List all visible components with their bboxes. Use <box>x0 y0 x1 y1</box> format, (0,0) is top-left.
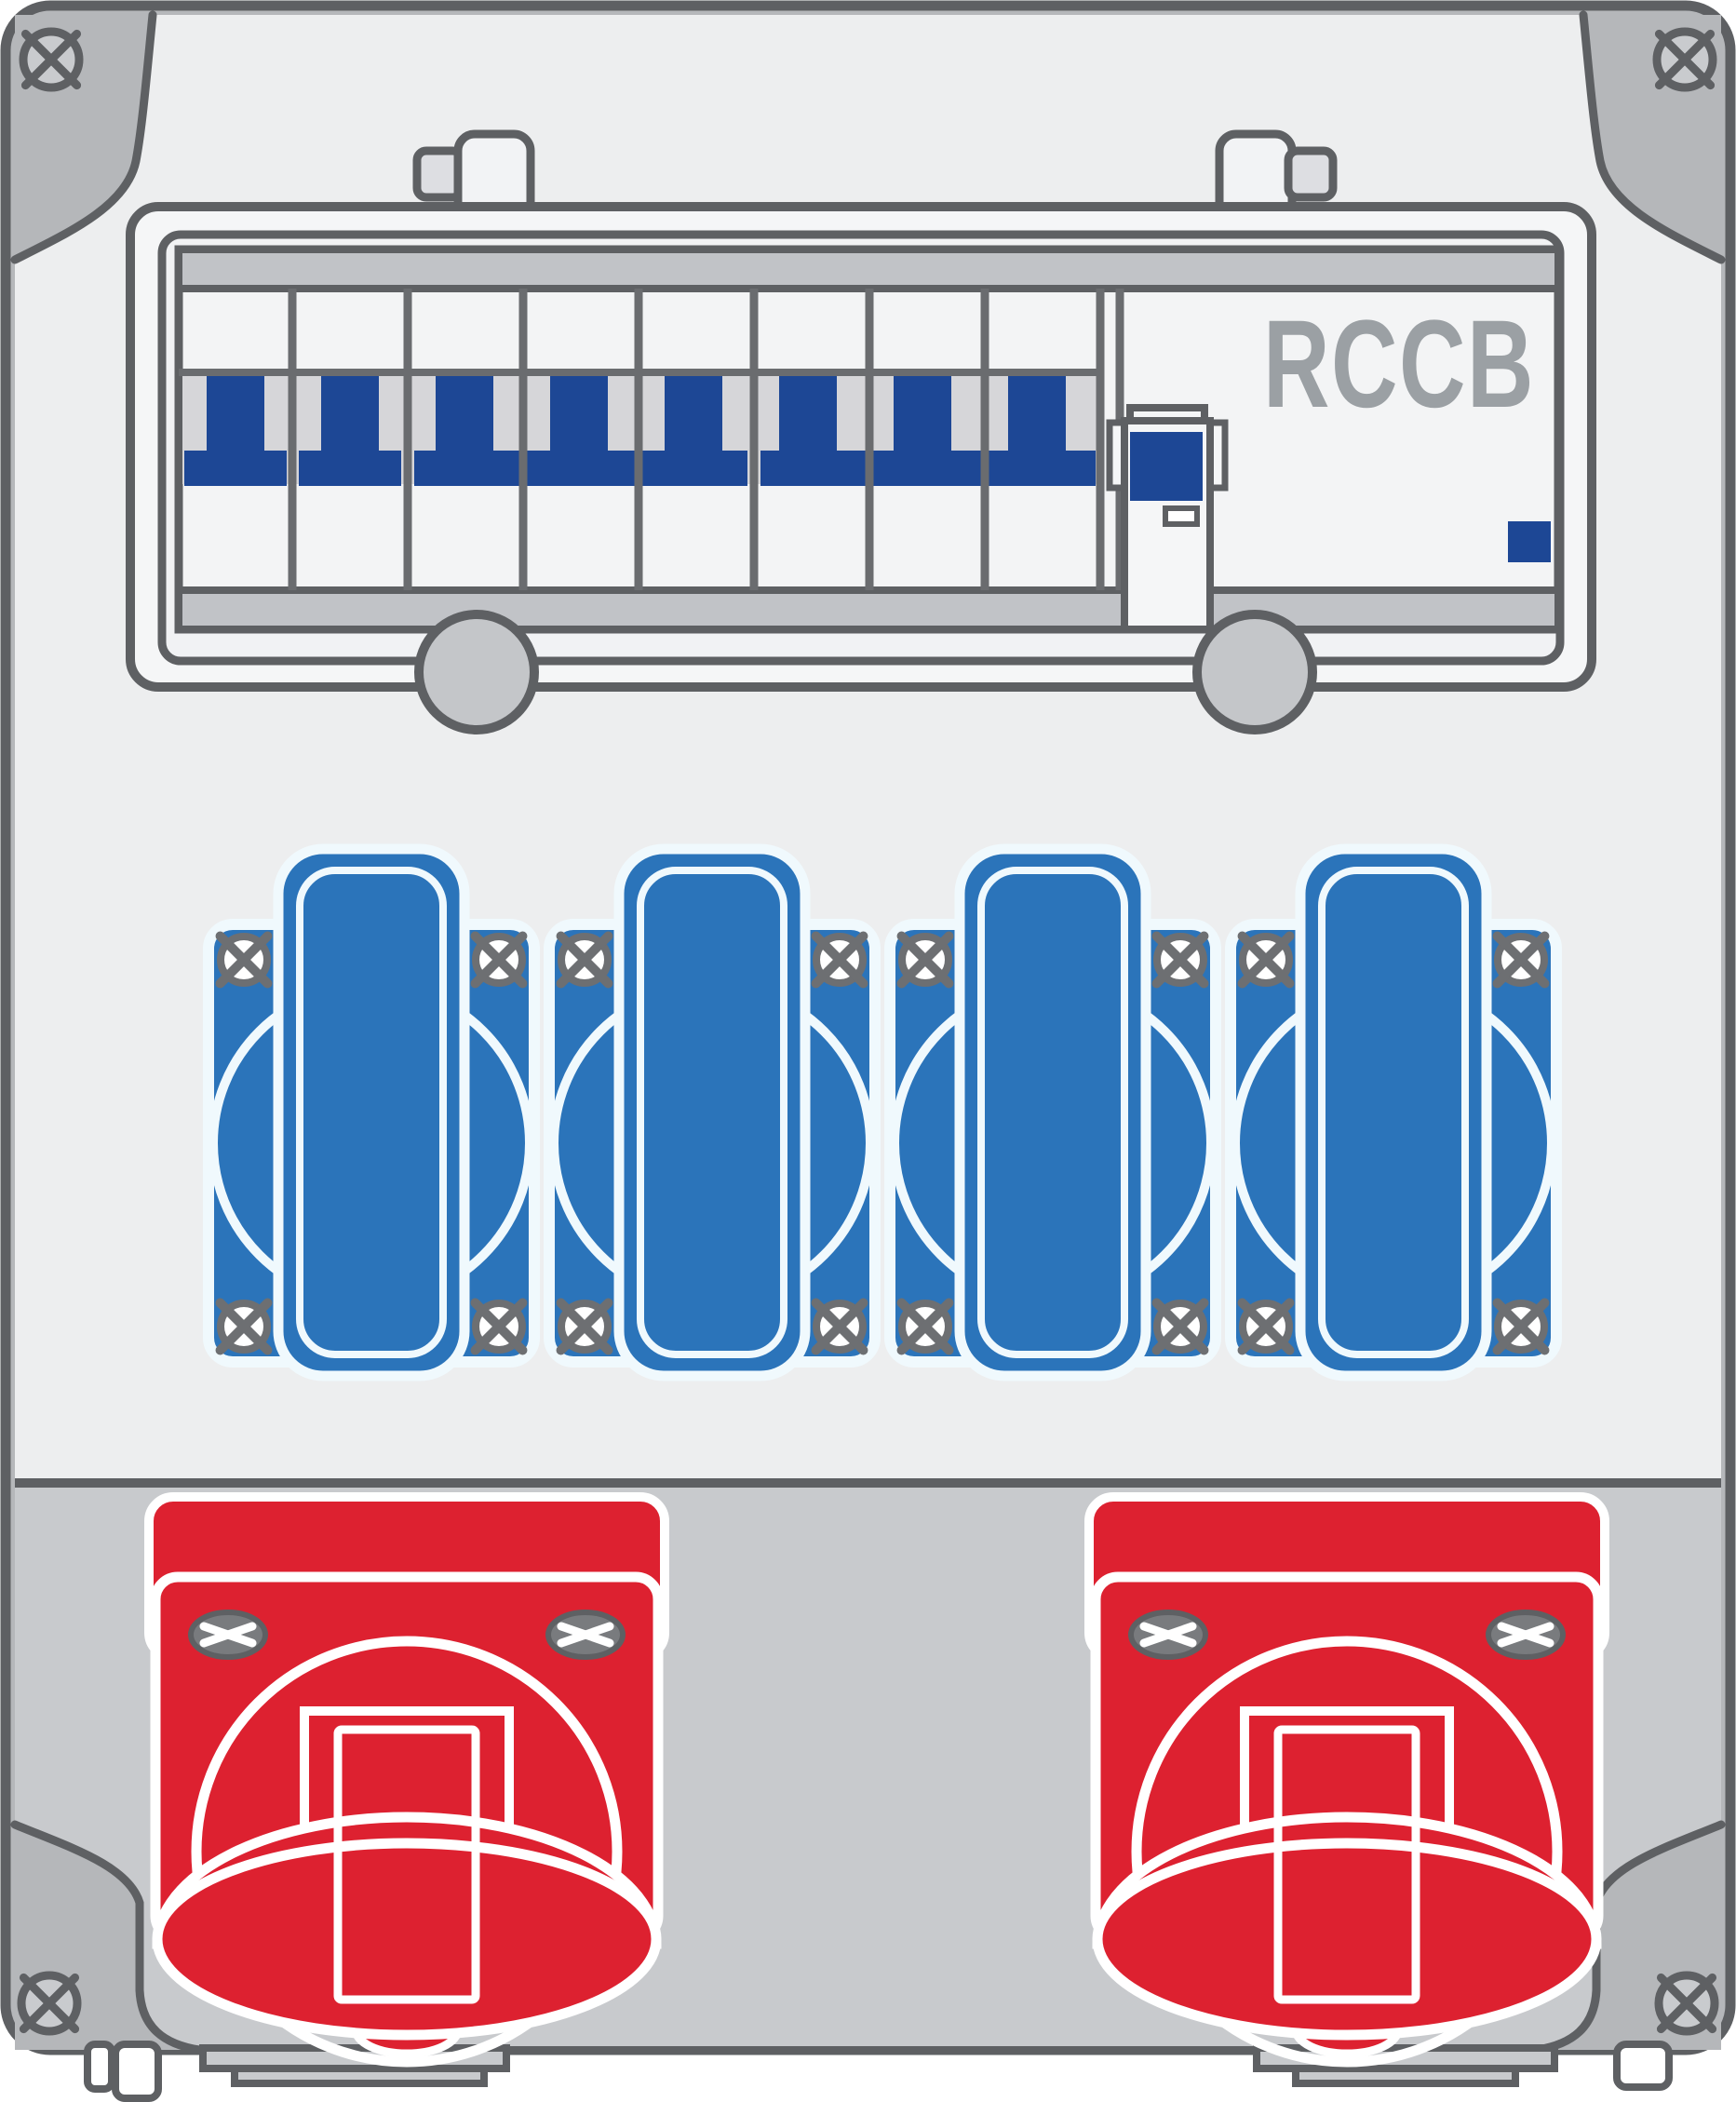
mounting-foot <box>1613 2041 1673 2091</box>
red-socket <box>149 1497 665 2062</box>
red-socket <box>1089 1497 1605 2062</box>
corner-block-outlines <box>10 10 1726 2055</box>
breaker-toggle-stem <box>665 376 722 454</box>
window-clip-small <box>1284 146 1338 202</box>
breaker-toggle-stem <box>321 376 379 454</box>
blue-socket <box>196 849 546 1376</box>
breaker-toggles <box>184 376 1096 486</box>
din-rail-top <box>175 246 1562 292</box>
blue-socket <box>878 849 1228 1376</box>
breaker-toggle-handle-1p <box>299 451 401 486</box>
mounting-foot <box>84 2041 115 2093</box>
rccb-label: RCCB <box>1263 295 1535 434</box>
rccb-toggle <box>1130 432 1203 501</box>
rccb-test-button <box>1508 521 1551 562</box>
section-separator-line <box>15 1478 1721 1488</box>
breaker-toggle-handle-3p <box>414 451 747 486</box>
breaker-toggle-stem <box>436 376 493 454</box>
window-latch-knob <box>1192 610 1317 734</box>
din-rail-bottom <box>175 586 1562 633</box>
breaker-toggle-handle-3p <box>760 451 1096 486</box>
rccb-device <box>1106 404 1229 633</box>
breaker-toggle-stem <box>207 376 264 454</box>
mounting-foot <box>112 2041 162 2102</box>
breaker-toggle-stem <box>894 376 951 454</box>
blue-socket <box>537 849 887 1376</box>
window-latch-knob <box>414 610 539 734</box>
breaker-toggle-stem <box>1008 376 1066 454</box>
cable-gland-strip <box>231 2065 488 2087</box>
breaker-toggle-handle-1p <box>184 451 287 486</box>
breaker-toggle-stem <box>779 376 837 454</box>
cable-gland-strip <box>1292 2065 1519 2087</box>
breaker-toggle-stem <box>550 376 608 454</box>
blue-socket <box>1218 849 1568 1376</box>
rccb-indicator-window <box>1163 505 1200 527</box>
